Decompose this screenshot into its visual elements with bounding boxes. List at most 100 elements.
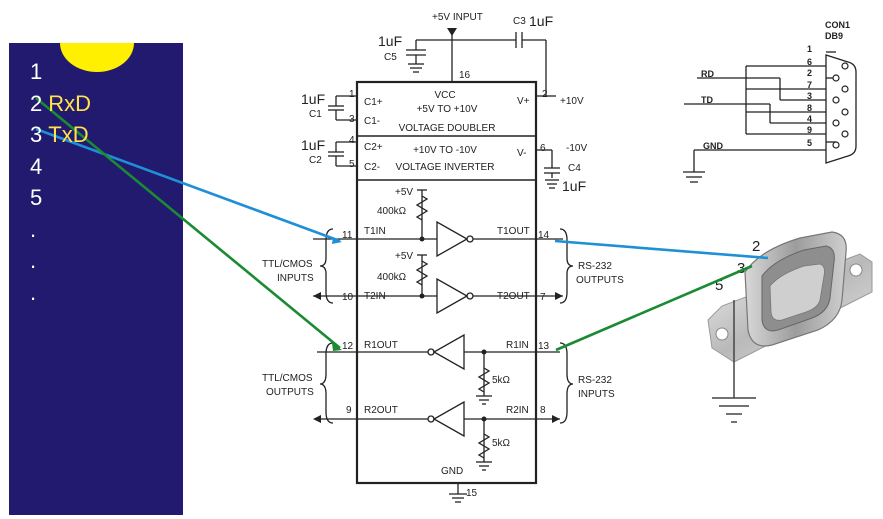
ttl-outputs-label-1: TTL/CMOS xyxy=(262,373,313,384)
connector-pin-5-label: 5 xyxy=(715,277,723,294)
arrow-head xyxy=(313,415,321,423)
v-plus-output-label: +10V xyxy=(560,96,584,107)
rs232-outputs-label-1: RS-232 xyxy=(578,261,612,272)
mcu-pin-row: . xyxy=(30,245,91,277)
db9-pin-6: 6 xyxy=(807,57,812,67)
pin-number-2: 2 xyxy=(542,89,548,100)
db9-pin-7: 7 xyxy=(807,80,812,90)
db9-schematic xyxy=(683,51,857,183)
pin-number-9: 9 xyxy=(346,405,352,416)
pin-name-vminus: V- xyxy=(517,148,526,159)
txd-wire-connector xyxy=(554,239,769,260)
pin-name-t1out: T1OUT xyxy=(497,226,530,237)
db9-pin-5: 5 xyxy=(807,138,812,148)
vcc-range: +5V TO +10V xyxy=(417,104,478,115)
pin-name-c2p: C2+ xyxy=(364,142,383,153)
ttl-inputs-label-1: TTL/CMOS xyxy=(262,259,313,270)
pullup-2-label: +5V xyxy=(395,251,413,262)
db9-pin-8: 8 xyxy=(807,103,812,113)
ic-gnd-label: GND xyxy=(441,466,463,477)
mcu-pin-row: 5 xyxy=(30,182,91,214)
mcu-pin-number: . xyxy=(30,279,37,305)
db9-gnd-label: GND xyxy=(703,141,724,151)
pin-number-16: 16 xyxy=(459,70,471,81)
ttl-outputs-label-2: OUTPUTS xyxy=(266,387,314,398)
inverter-range: +10V TO -10V xyxy=(413,145,477,156)
pin-name-c2m: C2- xyxy=(364,162,380,173)
mcu-pin-number: . xyxy=(30,248,37,273)
mcu-pin-number: 3 xyxy=(30,122,43,147)
txd-wire-arrow xyxy=(332,237,342,244)
c4-value: 1uF xyxy=(562,178,586,194)
c3-label: C3 xyxy=(513,16,526,27)
c3-value: 1uF xyxy=(529,13,553,29)
rxd-wire-mcu xyxy=(35,96,341,350)
db9-pin-3: 3 xyxy=(807,91,812,101)
db9-title-1: CON1 xyxy=(825,20,850,30)
mcu-pin-signal-txd: TxD xyxy=(48,122,89,147)
mcu-pin-row: 4 xyxy=(30,151,91,183)
arrow-head xyxy=(313,292,321,300)
rxd-wire-connector xyxy=(555,264,753,352)
pin-number-1: 1 xyxy=(349,89,355,100)
pin-number-12: 12 xyxy=(342,341,354,352)
pullup-r-1-label: 400kΩ xyxy=(377,206,407,217)
rs232-outputs-label-2: OUTPUTS xyxy=(576,275,624,286)
mcu-panel xyxy=(9,43,183,515)
junction-dot xyxy=(481,416,487,422)
mcu-pin-row: 1 xyxy=(30,56,91,88)
v-minus-output-label: -10V xyxy=(566,143,587,154)
c1-value: 1uF xyxy=(301,91,325,107)
pin-number-7: 7 xyxy=(540,292,546,303)
mcu-pin-row: . xyxy=(30,214,91,246)
vcc-label: VCC xyxy=(434,90,455,101)
pin-number-6: 6 xyxy=(540,143,546,154)
arrow-head xyxy=(555,292,563,300)
power-input-arrow xyxy=(447,28,457,36)
connector-pin-3-label: 3 xyxy=(737,260,745,277)
pulldown-r-1-label: 5kΩ xyxy=(492,375,511,386)
pin-number-11: 11 xyxy=(342,230,353,241)
mcu-pin-number: 2 xyxy=(30,90,43,116)
junction-dot xyxy=(481,349,487,355)
c4-label: C4 xyxy=(568,163,581,174)
c1-label: C1 xyxy=(309,109,322,120)
db9-schematic-pins xyxy=(832,62,849,149)
mcu-pin-number: . xyxy=(30,216,37,242)
pin-name-t1in: T1IN xyxy=(364,226,386,237)
rs232-inputs-label-2: INPUTS xyxy=(578,389,615,400)
rxd-wire-arrow xyxy=(332,343,342,351)
mcu-pin-number: 4 xyxy=(30,153,43,179)
pin-name-r1in: R1IN xyxy=(506,340,529,351)
db9-title-2: DB9 xyxy=(825,31,843,41)
mcu-pin-number: 5 xyxy=(30,185,43,210)
c2-value: 1uF xyxy=(301,137,325,153)
pin-name-vplus: V+ xyxy=(517,96,530,107)
pullup-1-label: +5V xyxy=(395,187,413,198)
connector-pin-2-label: 2 xyxy=(752,238,760,255)
db9-td-label: TD xyxy=(701,95,713,105)
inverter-label: VOLTAGE INVERTER xyxy=(396,162,495,173)
junction-dot xyxy=(419,236,425,242)
pin-name-c1p: C1+ xyxy=(364,97,383,108)
mcu-pin-row: . xyxy=(30,277,91,309)
c5-label: C5 xyxy=(384,52,397,63)
rs232-inputs-label-1: RS-232 xyxy=(578,375,612,386)
driver-receiver-network xyxy=(313,189,574,471)
pin-name-r2in: R2IN xyxy=(506,405,529,416)
pin-number-14: 14 xyxy=(538,230,550,241)
pin-number-13: 13 xyxy=(538,341,550,352)
db9-rd-label: RD xyxy=(701,69,714,79)
db9-connector-photo xyxy=(707,231,873,423)
doubler-label: VOLTAGE DOUBLER xyxy=(399,123,496,134)
ttl-inputs-label-2: INPUTS xyxy=(277,273,314,284)
pin-name-r1out: R1OUT xyxy=(364,340,398,351)
pulldown-r-2-label: 5kΩ xyxy=(492,438,511,449)
c5-value: 1uF xyxy=(378,33,402,49)
txd-wire-mcu xyxy=(35,127,341,243)
pin-number-4: 4 xyxy=(349,135,355,146)
sun-shape xyxy=(60,43,134,72)
